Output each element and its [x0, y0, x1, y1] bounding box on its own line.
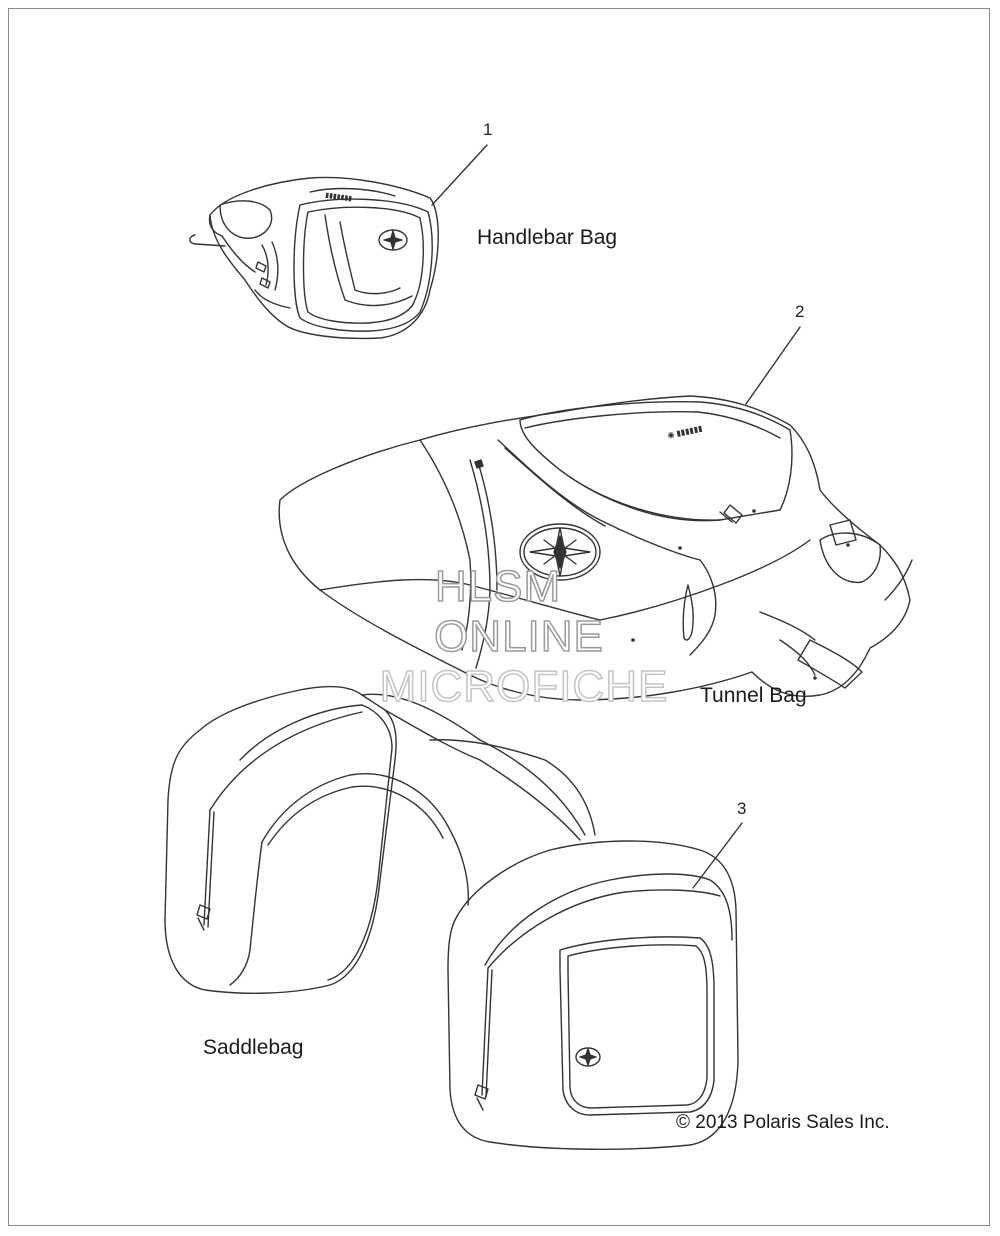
- watermark-line-1: HLSM: [434, 561, 562, 612]
- tunnel-bag-drawing: ◉ ▮▮▮▮▮▮: [278, 395, 913, 701]
- handlebar-bag-drawing: ▮▮▮▮▮▮▮: [189, 176, 439, 340]
- label-saddlebag: Saddlebag: [203, 1036, 304, 1059]
- label-handlebar-bag: Handlebar Bag: [477, 226, 618, 249]
- label-tunnel-bag: Tunnel Bag: [700, 684, 807, 707]
- saddlebag-logo: [575, 1047, 601, 1067]
- callout-1: 1: [483, 120, 493, 139]
- watermark-line-3: MICROFICHE: [379, 661, 669, 712]
- saddlebag-drawing: [164, 685, 739, 1150]
- tunnel-bag-logo: [519, 523, 601, 581]
- handlebar-bag-brand-text: ▮▮▮▮▮▮▮: [325, 192, 353, 203]
- tunnel-bag-brand-text: ◉ ▮▮▮▮▮▮: [667, 424, 704, 440]
- handlebar-bag-logo: [378, 229, 408, 251]
- diagram-frame: [8, 8, 990, 1226]
- leader-line-1: [431, 144, 488, 206]
- callout-3: 3: [737, 799, 747, 818]
- watermark-line-2: ONLINE: [433, 611, 604, 662]
- leader-line-3: [692, 822, 743, 889]
- leader-line-2: [745, 326, 801, 405]
- copyright-notice: © 2013 Polaris Sales Inc.: [676, 1112, 890, 1133]
- callout-2: 2: [795, 302, 805, 321]
